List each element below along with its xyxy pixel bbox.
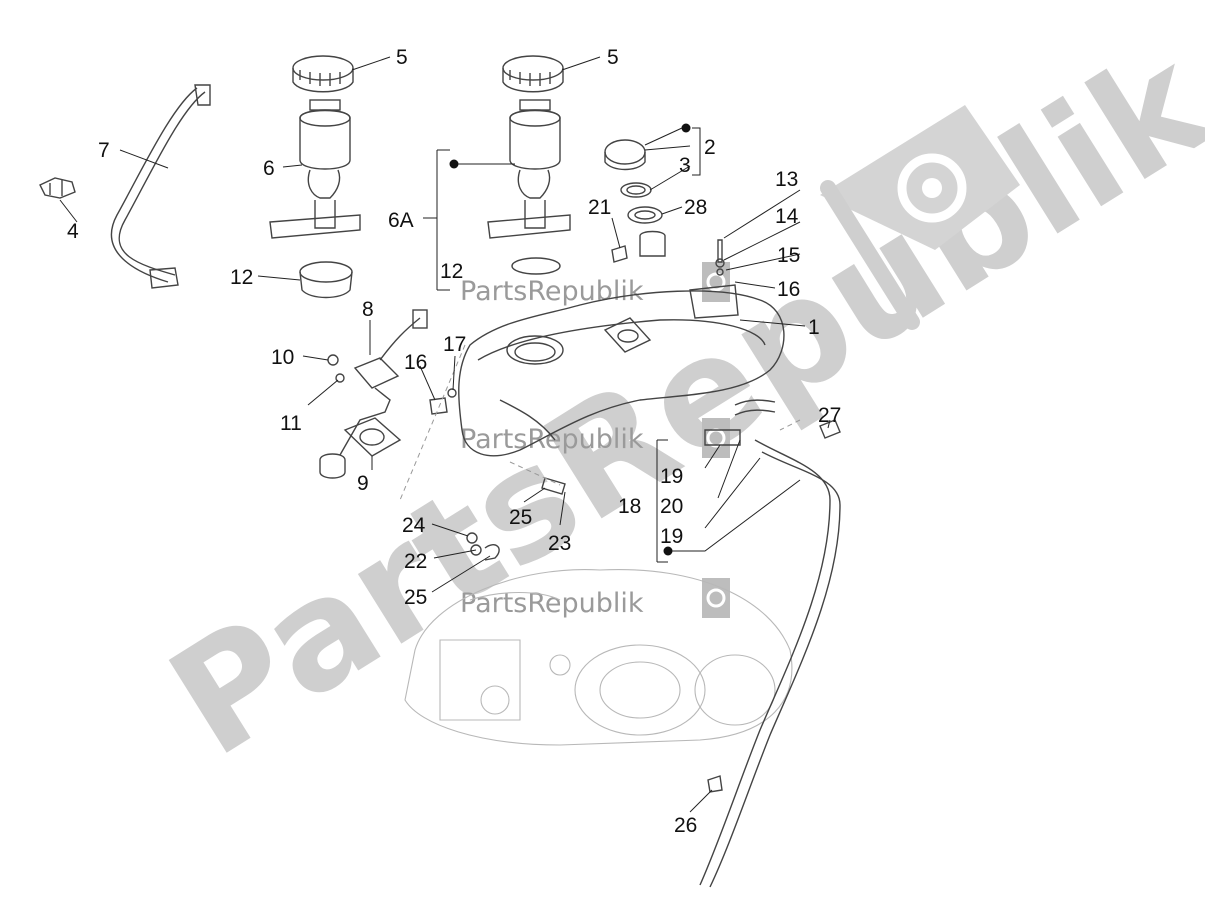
callout-10: 10 — [271, 346, 294, 369]
bracket-6A — [423, 149, 515, 291]
callout-21: 21 — [588, 196, 611, 219]
callout-15: 15 — [777, 244, 800, 267]
callout-24: 24 — [402, 514, 426, 537]
small-hardware — [327, 230, 841, 793]
callout-16-left: 16 — [404, 351, 427, 374]
leader-lines — [59, 56, 831, 813]
gasket-ring-left — [299, 261, 353, 299]
callout-22: 22 — [404, 550, 427, 573]
fuel-level-sender — [319, 309, 428, 479]
callout-28: 28 — [684, 196, 707, 219]
callout-3: 3 — [679, 154, 691, 177]
callout-19-bottom: 19 — [660, 525, 683, 548]
callouts: 1 2 3 4 5 5 6 6A 7 8 9 10 11 12 12 13 14… — [67, 46, 841, 837]
callout-18: 18 — [618, 495, 641, 518]
callout-25-lower: 25 — [404, 586, 427, 609]
watermark-gear-flag-icon — [820, 105, 1020, 330]
vent-hose — [699, 399, 841, 888]
callout-7: 7 — [98, 139, 110, 162]
fuel-pump-left — [269, 55, 361, 239]
fuel-tank — [458, 284, 785, 457]
gasket-ring-right — [511, 257, 561, 275]
filler-cap — [604, 139, 646, 171]
svg-text:PartsRepublik: PartsRepublik — [460, 588, 644, 619]
filler-gasket — [627, 206, 663, 224]
fuel-pump-right — [487, 55, 571, 239]
callout-2: 2 — [704, 136, 716, 159]
bracket-2 — [644, 123, 701, 176]
callout-25-center: 25 — [509, 506, 532, 529]
callout-12-right: 12 — [440, 260, 463, 283]
watermark-small-1: PartsRepublik — [460, 262, 730, 307]
engine-outline — [404, 568, 793, 746]
bracket-18 — [656, 439, 801, 563]
svg-text:PartsRepublik: PartsRepublik — [460, 424, 644, 455]
sender-gasket — [343, 417, 402, 457]
callout-27: 27 — [818, 404, 841, 427]
callout-8: 8 — [362, 298, 374, 321]
callout-17: 17 — [443, 333, 466, 356]
watermark-small-3: PartsRepublik — [460, 578, 730, 619]
callout-19-top: 19 — [660, 465, 683, 488]
callout-6A: 6A — [388, 209, 414, 232]
callout-14: 14 — [775, 205, 799, 228]
callout-12-left: 12 — [230, 266, 253, 289]
filler-seal — [620, 182, 652, 198]
callout-4: 4 — [67, 220, 79, 243]
callout-5-right: 5 — [607, 46, 619, 69]
hose-clip — [39, 177, 76, 199]
callout-11: 11 — [280, 412, 302, 435]
callout-26: 26 — [674, 814, 697, 837]
callout-16-right: 16 — [777, 278, 800, 301]
callout-20: 20 — [660, 495, 683, 518]
callout-13: 13 — [775, 168, 798, 191]
breather-hose — [110, 84, 211, 289]
callout-1: 1 — [808, 316, 820, 339]
callout-23: 23 — [548, 532, 571, 555]
callout-5-left: 5 — [396, 46, 408, 69]
callout-9: 9 — [357, 472, 369, 495]
callout-6: 6 — [263, 157, 275, 180]
watermark-small-2: PartsRepublik — [460, 418, 730, 458]
svg-text:PartsRepublik: PartsRepublik — [460, 276, 644, 307]
